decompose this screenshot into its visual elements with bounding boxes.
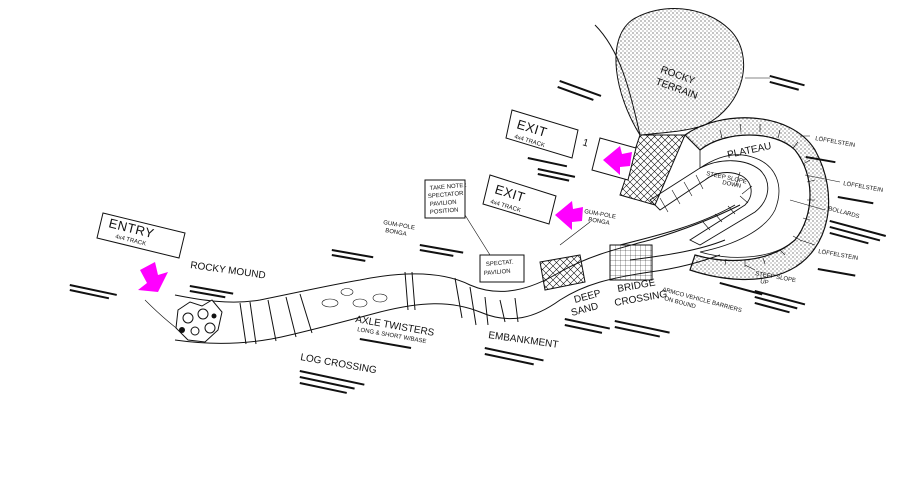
gum-pole-label-2a: GUM-POLE xyxy=(584,209,617,220)
take-note-label-1: TAKE NOTE : xyxy=(430,183,468,192)
rocky-terrain-outline-left xyxy=(594,24,641,136)
take-note-label-2: SPECTATOR xyxy=(428,191,465,200)
steep-slope-lines xyxy=(659,171,753,231)
loffelstein-label-1: LÖFFELSTEIN xyxy=(815,135,856,149)
plateau-track-lower xyxy=(619,204,736,246)
take-note-box xyxy=(424,179,466,219)
rocky-mound-label: ROCKY MOUND xyxy=(190,260,267,281)
spectator-pavilion xyxy=(479,254,525,283)
gum-pole-label-1a: GUM-POLE xyxy=(383,220,416,231)
plateau-label: PLATEAU xyxy=(726,141,772,161)
plateau-outer-ring xyxy=(684,117,830,281)
rocky-mound-rocks xyxy=(175,299,223,343)
track-edge-lower xyxy=(174,254,721,344)
track-edge-upper xyxy=(174,204,741,303)
take-note-leader xyxy=(464,214,491,256)
log-crossing-bars xyxy=(239,293,313,345)
plateau-ring-ticks xyxy=(719,123,816,267)
axle-twisters xyxy=(321,288,388,308)
exit2-box xyxy=(482,174,557,225)
exit1-arrow-icon xyxy=(603,146,632,175)
entry-box xyxy=(96,212,186,259)
steep-slope-down-label-2: DOWN xyxy=(722,180,742,190)
loffelstein-label-2: LÖFFELSTEIN xyxy=(843,180,884,194)
leader-lines xyxy=(559,77,841,271)
steep-slope-section xyxy=(649,160,769,246)
loffelstein-label-3: LÖFFELSTEIN xyxy=(818,248,859,262)
pavilion-label-1: SPECTAT. xyxy=(486,260,515,268)
exit1-number: 1 xyxy=(581,137,590,149)
exit2-arrow-icon xyxy=(555,201,583,230)
exit1-box xyxy=(505,109,579,159)
annotation-blocks xyxy=(69,75,887,394)
bridge-crossing xyxy=(609,244,653,281)
embankment-label: EMBANKMENT xyxy=(488,330,559,351)
take-note-label-3: PAVILION xyxy=(430,200,457,208)
entry-arrow-icon xyxy=(138,262,168,292)
track-barriers xyxy=(404,271,519,326)
gum-pole-label-1b: BONGA xyxy=(385,228,407,238)
deep-sand-area xyxy=(539,254,586,291)
bollards-label: BOLLARDS xyxy=(827,206,859,220)
steep-slope-up-label-2: UP xyxy=(760,279,769,286)
gum-pole-label-2b: BONGA xyxy=(588,217,610,227)
pavilion-label-2: PAVILION xyxy=(484,269,511,277)
rocky-terrain-area xyxy=(615,8,745,136)
plateau-inner-ring xyxy=(699,134,811,258)
take-note-label-4: POSITION xyxy=(430,208,459,216)
